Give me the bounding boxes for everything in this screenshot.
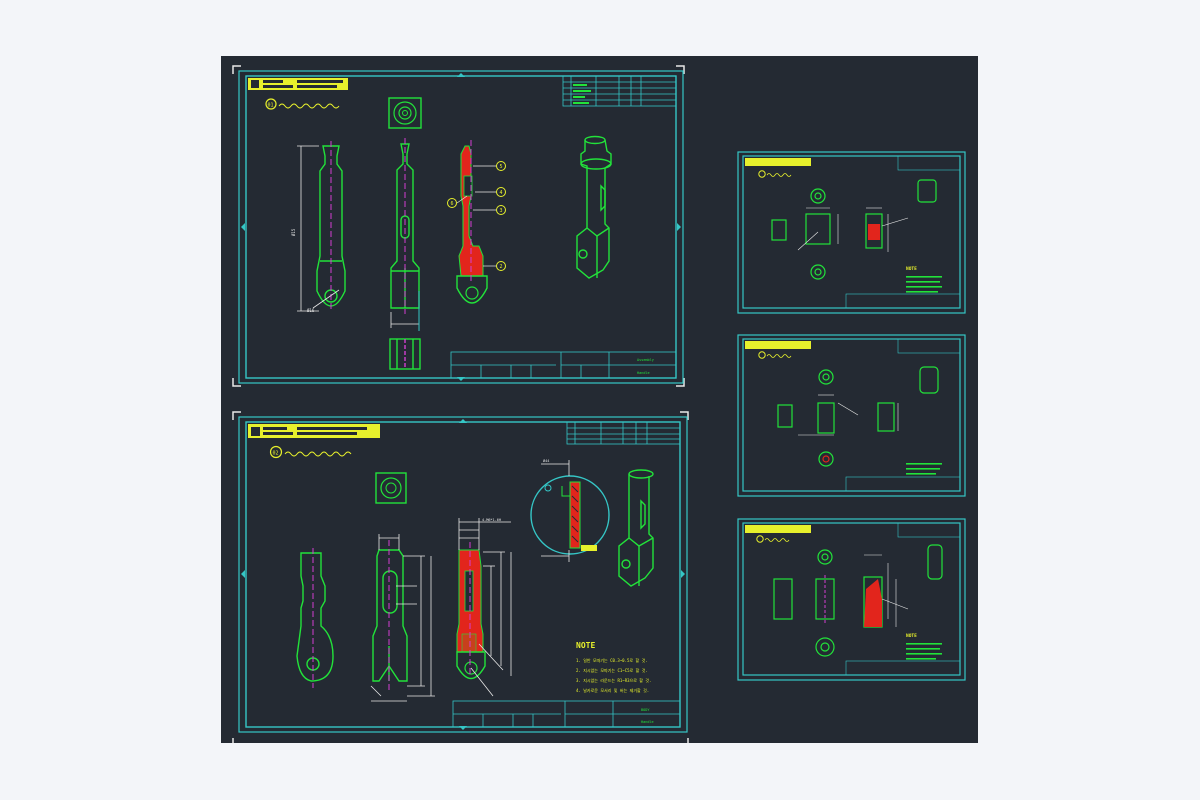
sheet-2-front-view	[372, 549, 408, 682]
sheet-1-inner-frame	[245, 75, 677, 379]
sheet-1-part-name: Assembly	[637, 358, 654, 362]
sheet-1-view-caption-scribble	[278, 103, 340, 109]
sheet-1-parts-list	[562, 75, 677, 107]
sheet-2-detail-view: Ø44	[530, 458, 610, 562]
svg-text:2. 지시없는 모따기는 C1~C5로 할 것.: 2. 지시없는 모따기는 C1~C5로 할 것.	[576, 667, 648, 673]
svg-text:NOTE: NOTE	[906, 266, 917, 272]
drawing-sheets: 01 Ø15 Ø16	[232, 65, 966, 747]
sheet-1-title-strip	[248, 78, 348, 90]
sheet-2-note-title: NOTE	[576, 641, 595, 650]
svg-text:3: 3	[500, 208, 503, 214]
small-sheet-2[interactable]	[737, 334, 966, 497]
sheet-1-section-view	[456, 140, 488, 304]
sheet-1-length-dim: Ø15	[291, 228, 296, 236]
svg-text:3. 지시없는 라운드는 R1~R3으로 할 것.: 3. 지시없는 라운드는 R1~R3으로 할 것.	[576, 677, 651, 683]
sheet-1-corner-marks	[232, 65, 685, 387]
svg-text:4: 4	[500, 190, 503, 196]
cad-model-space: 01 Ø15 Ø16	[221, 56, 978, 747]
sheet-2-parts-list	[566, 421, 681, 445]
svg-text:NOTE: NOTE	[906, 633, 917, 639]
sheet-2[interactable]: 02	[232, 411, 689, 747]
sheet-2-section-view	[456, 542, 486, 680]
sheet-2-title-block	[452, 700, 681, 728]
sheet-2-thread-callout: 4-M6*1-6H	[482, 518, 501, 522]
sheet-2-front-dims	[370, 534, 435, 702]
sheet-2-section-dims	[458, 518, 512, 697]
sheet-2-view-number: 02	[273, 451, 279, 457]
sheet-1-top-view	[388, 97, 422, 129]
svg-text:Ø44: Ø44	[543, 458, 549, 463]
sheet-1-title-block	[450, 351, 677, 379]
sheet-1-isometric-view	[576, 135, 612, 279]
sheet-1-part-sub: Handle	[637, 371, 650, 375]
sheet-1[interactable]: 01 Ø15 Ø16	[232, 65, 685, 387]
sheet-2-top-view	[375, 472, 407, 504]
sheet-2-part-sub: Handle	[641, 720, 654, 724]
small-sheet-1[interactable]: NOTE	[737, 151, 966, 314]
sheet-1-dia-dim: Ø16	[307, 308, 315, 313]
svg-text:5: 5	[500, 164, 503, 170]
sheet-1-view-balloon	[265, 98, 277, 110]
svg-text:4. 날카로운 모서리 및 버는 제거할 것.: 4. 날카로운 모서리 및 버는 제거할 것.	[576, 687, 649, 693]
sheet-2-view-balloon	[269, 445, 283, 459]
sheet-1-bottom-view	[389, 338, 421, 370]
sheet-2-title-strip	[248, 424, 380, 438]
svg-text:2: 2	[500, 264, 503, 270]
sheet-2-side-view	[296, 552, 334, 682]
sheet-2-outer-frame	[238, 416, 688, 733]
small-sheet-3[interactable]: NOTE	[737, 518, 966, 681]
sheet-1-outer-frame	[238, 70, 684, 384]
sheet-1-balloons: 5 4 3 6 2	[447, 161, 506, 271]
sheet-1-dimension-lines	[297, 145, 340, 312]
sheet-2-notes: NOTE 1. 일반 모따기는 C0.3~0.5로 할 것. 2. 지시없는 모…	[576, 641, 651, 693]
sheet-1-view-number: 01	[268, 103, 274, 109]
sheet-1-center-marks	[241, 73, 681, 381]
sheet-2-part-name: BODY	[641, 708, 650, 712]
svg-text:1. 일반 모따기는 C0.3~0.5로 할 것.: 1. 일반 모따기는 C0.3~0.5로 할 것.	[576, 657, 648, 663]
sheet-2-isometric-view	[618, 469, 654, 587]
svg-text:6: 6	[451, 201, 454, 207]
